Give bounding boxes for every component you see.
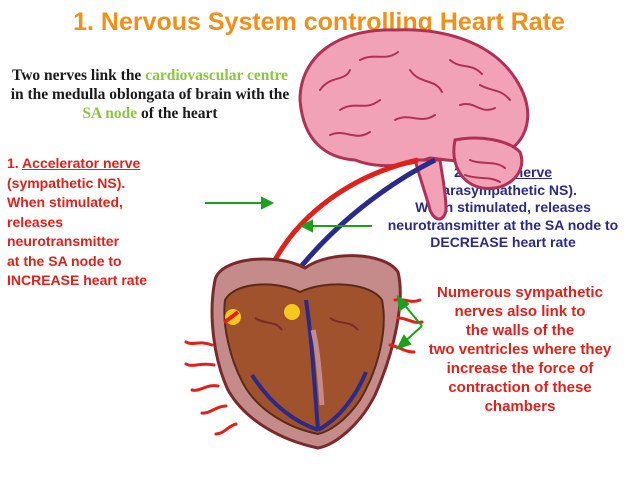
accelerator-nerve-name: Accelerator nerve — [22, 155, 141, 171]
accelerator-number: 1. — [7, 155, 23, 171]
cardiovascular-centre-highlight: cardiovascular centre — [145, 67, 288, 84]
vagus-line: When stimulated, releases — [415, 199, 591, 215]
intro-text: Two nerves link the cardiovascular centr… — [10, 66, 290, 123]
accelerator-line: neurotransmitter — [7, 233, 120, 249]
vagus-line: (parasympathetic NS). — [429, 181, 577, 198]
intro-text-part-1: Two nerves link the — [12, 67, 146, 84]
pointer-arrows — [205, 196, 423, 350]
symp-line: the walls of the — [465, 322, 575, 339]
sa-node-highlight: SA node — [82, 105, 138, 122]
sympathetic-nerves-note: Numerous sympathetic nerves also link to… — [404, 283, 636, 416]
symp-line: nerves also link to — [454, 303, 586, 320]
page-title: 1. Nervous System controlling Heart Rate — [73, 8, 565, 36]
heart-illustration — [210, 254, 402, 450]
symp-line: two ventricles where they — [428, 341, 612, 358]
av-node-marker — [284, 304, 300, 320]
accelerator-line: When stimulated, — [7, 194, 123, 210]
accelerator-line: releases — [7, 213, 64, 230]
sympathetic-fibres — [184, 298, 424, 436]
symp-line: chambers — [484, 398, 556, 415]
brain-illustration — [298, 28, 530, 221]
symp-line: Numerous sympathetic — [437, 284, 603, 301]
accelerator-line: (sympathetic NS). — [7, 174, 126, 191]
symp-line: contraction of these — [448, 379, 592, 396]
accelerator-nerve-ending — [223, 310, 240, 324]
accelerator-nerve-label: 1. Accelerator nerve (sympathetic NS). W… — [7, 154, 217, 291]
intro-text-part-3: of the heart — [137, 105, 218, 122]
vagus-nerve-label: 2. Vagus nerve (parasympathetic NS). Whe… — [368, 164, 638, 252]
vagus-line: neurotransmitter at the SA node to — [387, 216, 619, 233]
accelerator-heading: 1. Accelerator nerve — [7, 154, 217, 174]
accelerator-line: INCREASE heart rate — [7, 272, 148, 288]
symp-line: increase the force of — [446, 360, 594, 377]
vagus-line: DECREASE heart rate — [430, 234, 576, 250]
accelerator-line: at the SA node to — [7, 252, 122, 269]
intro-text-part-2: in the medulla oblongata of brain with t… — [10, 86, 290, 103]
